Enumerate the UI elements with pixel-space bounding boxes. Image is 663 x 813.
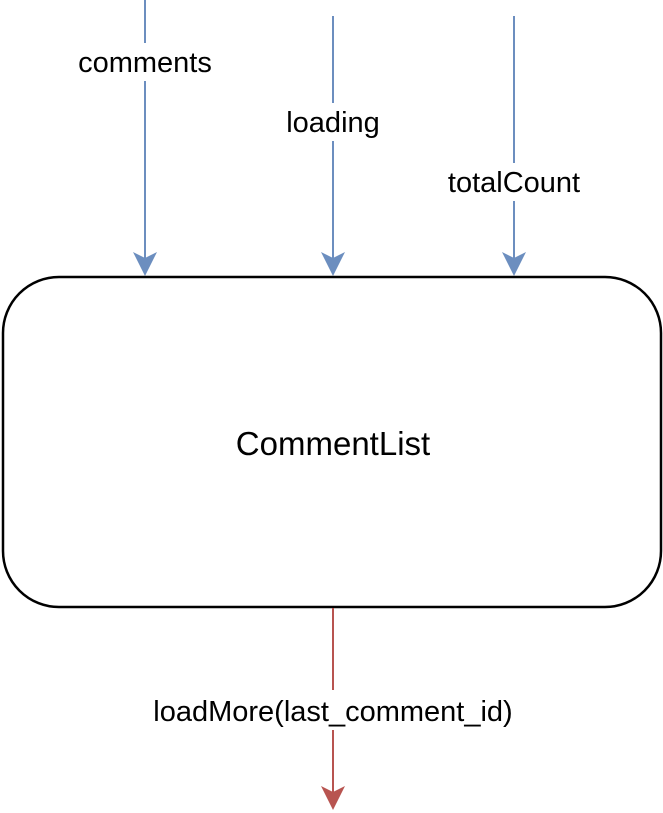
- input-arrow-totalcount: totalCount: [432, 16, 596, 276]
- component-box: CommentList: [1, 275, 663, 609]
- loadmore-arrowhead-icon: [321, 786, 345, 810]
- output-arrow-loadmore: loadMore(last_comment_id): [124, 608, 542, 810]
- input-arrow-comments: comments: [64, 0, 226, 276]
- loading-arrowhead-icon: [321, 252, 345, 276]
- component-box-shape: [1, 275, 663, 609]
- totalcount-label: totalCount: [448, 167, 580, 199]
- loading-label-bg: [274, 103, 392, 141]
- comments-label-bg: [64, 43, 226, 81]
- input-arrow-loading: loading: [274, 16, 392, 276]
- comments-label: comments: [78, 47, 212, 79]
- loadmore-label: loadMore(last_comment_id): [153, 696, 512, 728]
- totalcount-label-bg: [432, 163, 596, 201]
- component-name: CommentList: [236, 425, 430, 462]
- totalcount-arrowhead-icon: [502, 252, 526, 276]
- loadmore-label-bg: [124, 690, 542, 730]
- comments-arrowhead-icon: [133, 252, 157, 276]
- loading-label: loading: [286, 107, 380, 139]
